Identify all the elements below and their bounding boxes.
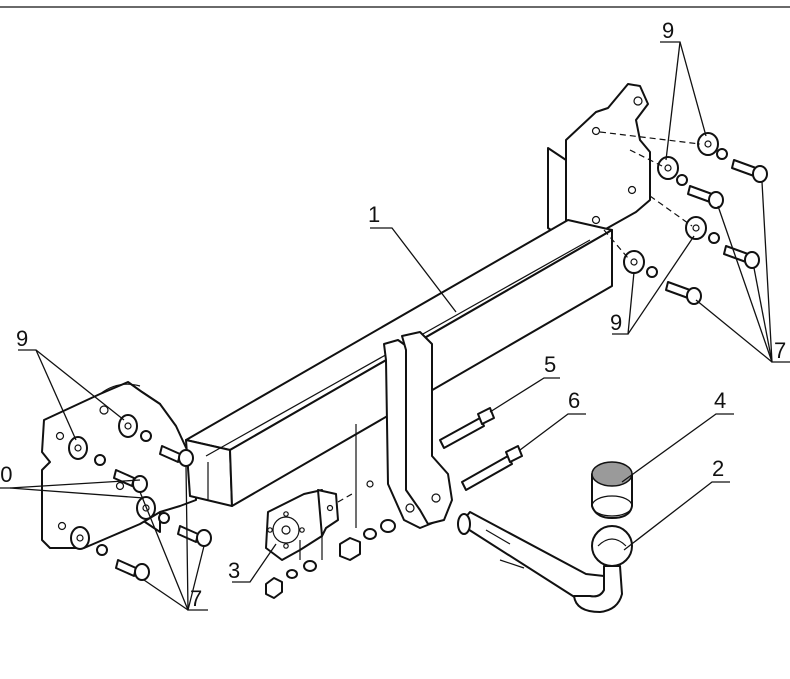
leader-lines — [0, 41, 790, 611]
socket-plate — [265, 489, 353, 561]
callout-5: 5 — [544, 352, 556, 377]
bolt-short — [439, 407, 495, 449]
callout-1: 1 — [368, 202, 380, 227]
callout-9-bottom-right: 9 — [610, 310, 622, 335]
callout-labels: 1 2 3 4 5 6 7 7 9 10 9 9 — [0, 18, 786, 611]
callout-9-left: 9 — [16, 326, 28, 351]
centre-plate-fasteners — [339, 519, 396, 561]
callout-10-left: 10 — [0, 462, 12, 487]
ball-cover — [591, 461, 633, 519]
callout-9-top-right: 9 — [662, 18, 674, 43]
tow-ball-drawbar — [457, 511, 633, 613]
right-dash-lines — [599, 131, 701, 259]
callout-2: 2 — [712, 456, 724, 481]
callout-3: 3 — [228, 558, 240, 583]
right-washers — [623, 132, 728, 278]
centre-hanging-plates — [355, 331, 453, 529]
left-bolts — [113, 445, 212, 581]
bolt-long — [461, 445, 523, 491]
callout-7-left: 7 — [190, 586, 202, 611]
right-bolts — [665, 159, 768, 305]
callout-4: 4 — [714, 388, 726, 413]
left-washers — [68, 414, 170, 556]
right-mounting-bracket — [547, 83, 651, 247]
callout-7-right: 7 — [774, 338, 786, 363]
socket-plate-fasteners — [265, 536, 323, 599]
left-mounting-bracket — [41, 381, 197, 549]
callout-6: 6 — [568, 388, 580, 413]
